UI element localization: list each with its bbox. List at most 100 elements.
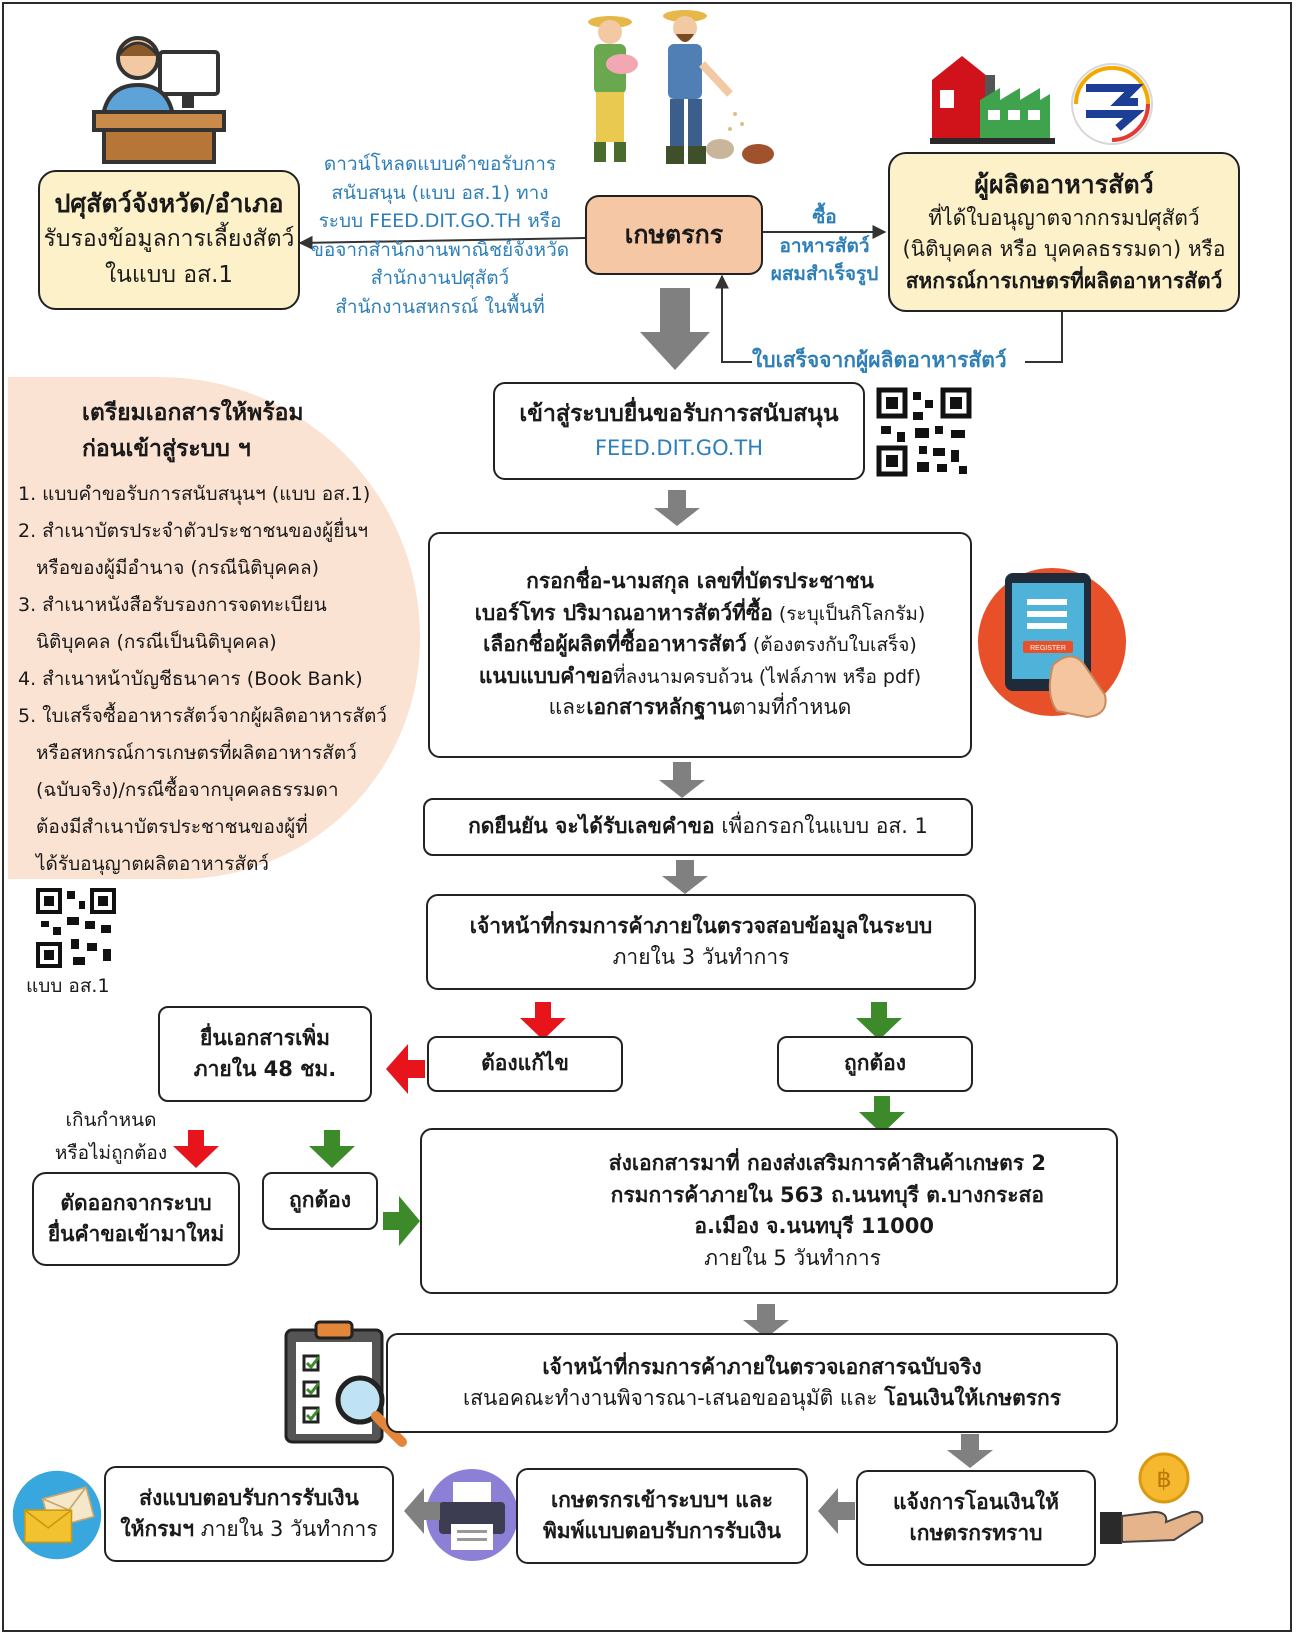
print-line1: เกษตรกรเข้าระบบฯ และ — [551, 1487, 773, 1512]
qr-caption: แบบ อส.1 — [26, 975, 110, 997]
arrow-red-cut — [173, 1130, 219, 1168]
overdue-line1: เกินกำหนด — [65, 1109, 157, 1131]
department-logo — [1071, 63, 1153, 145]
tablet-register-icon: REGISTER — [978, 568, 1126, 719]
download-note: ดาวน์โหลดแบบคำขอรับการ สนับสนุน (แบบ อส.… — [300, 150, 580, 321]
fill-line2-bold: เบอร์โทร ปริมาณอาหารสัตว์ที่ซื้อ — [474, 600, 773, 625]
notify-transfer-box: แจ้งการโอนเงินให้ เกษตรกรทราบ — [856, 1470, 1096, 1566]
arrow-farmer-to-system — [640, 288, 710, 370]
confirm-box: กดยืนยัน จะได้รับเลขคำขอ เพื่อกรอกในแบบ … — [423, 798, 973, 856]
enter-system-box: เข้าสู่ระบบยื่นขอรับการสนับสนุน FEED.DIT… — [493, 382, 865, 480]
checklist-item: 5. ใบเสร็จซื้ออาหารสัตว์จากผู้ผลิตอาหารส… — [18, 705, 387, 728]
arrow-farmer-to-livestock — [298, 235, 586, 250]
checklist-item: 1. แบบคำขอรับการสนับสนุนฯ (แบบ อส.1) — [18, 483, 371, 505]
correct-box: ถูกต้อง — [777, 1036, 973, 1092]
buy-note-line: ผสมสำเร็จรูป — [770, 263, 879, 285]
check-original-box: เจ้าหน้าที่กรมการค้าภายในตรวจเอกสารฉบับจ… — [386, 1333, 1118, 1433]
send-reply-box: ส่งแบบตอบรับการรับเงิน ให้กรมฯ ภายใน 3 ว… — [104, 1466, 394, 1562]
checklist-item: 3. สำเนาหนังสือรับรองการจดทะเบียน — [18, 594, 327, 617]
farmers-icon — [588, 10, 774, 164]
verify-system-box: เจ้าหน้าที่กรมการค้าภายในตรวจสอบข้อมูลใน… — [426, 894, 976, 990]
send-reply-deadline: ภายใน 3 วันทำการ — [194, 1517, 378, 1541]
fill-line5-c: ตามที่กำหนด — [731, 695, 852, 720]
confirm-normal: เพื่อกรอกในแบบ อส. 1 — [714, 814, 928, 839]
fill-line1: กรอกชื่อ-นามสกุล เลขที่บัตรประชาชน — [526, 569, 874, 594]
checklist-item: ต้องมีสำเนาบัตรประชาชนของผู้ที่ — [36, 816, 308, 839]
livestock-office-box: ปศุสัตว์จังหวัด/อำเภอ รับรองข้อมูลการเลี… — [38, 170, 300, 310]
notify-line2: เกษตรกรทราบ — [909, 1521, 1043, 1545]
clipboard-inspect-icon — [284, 1320, 407, 1447]
livestock-office-line1: รับรองข้อมูลการเลี้ยงสัตว์ — [43, 226, 295, 253]
hand-coin-icon: ฿ — [1100, 1452, 1204, 1544]
fix-required-label: ต้องแก้ไข — [481, 1051, 569, 1076]
checklist-item: 4. สำเนาหน้าบัญชีธนาคาร (Book Bank) — [18, 668, 363, 691]
correct-label: ถูกต้อง — [844, 1051, 906, 1076]
checklist-item: หรือสหกรณ์การเกษตรที่ผลิตอาหารสัตว์ — [36, 742, 357, 765]
checklist-items: 1. แบบคำขอรับการสนับสนุนฯ (แบบ อส.1) 2. … — [18, 476, 387, 884]
envelope-send-icon — [12, 1470, 102, 1560]
arrow-left-2 — [404, 1488, 440, 1534]
producer-line2: (นิติบุคคล หรือ บุคคลธรรมดา) หรือ — [902, 237, 1226, 262]
arrow-green-down — [859, 1096, 905, 1134]
livestock-office-title: ปศุสัตว์จังหวัด/อำเภอ — [54, 189, 284, 219]
buy-note: ซื้อ อาหารสัตว์ ผสมสำเร็จรูป — [762, 203, 887, 289]
send-reply-line1: ส่งแบบตอบรับการรับเงิน — [139, 1485, 359, 1510]
fill-line2-note: (ระบุเป็นกิโลกรัม) — [772, 602, 926, 625]
check-original-title: เจ้าหน้าที่กรมการค้าภายในตรวจเอกสารฉบับจ… — [542, 1354, 982, 1379]
arrow-green-correct — [856, 1002, 902, 1040]
checklist-panel — [8, 377, 420, 879]
correct-secondary-label: ถูกต้อง — [289, 1188, 351, 1213]
register-label: REGISTER — [1030, 645, 1066, 652]
system-url-link[interactable]: FEED.DIT.GO.TH — [594, 436, 764, 461]
qr-code-form-icon — [35, 887, 117, 969]
printer-icon — [426, 1469, 518, 1561]
overdue-line2: หรือไม่ถูกต้อง — [54, 1142, 168, 1165]
print-line2: พิมพ์แบบตอบรับการรับเงิน — [542, 1519, 782, 1543]
submit-more-box: ยื่นเอกสารเพิ่ม ภายใน 48 ชม. — [158, 1006, 372, 1102]
arrow-red-fix — [520, 1002, 566, 1040]
arrow-left-1 — [818, 1488, 855, 1534]
officer-icon — [92, 36, 226, 164]
checklist-title-line2: ก่อนเข้าสู่ระบบ ฯ — [82, 435, 251, 462]
correct-secondary-box: ถูกต้อง — [262, 1172, 378, 1230]
fill-line3-note: (ต้องตรงกับใบเสร็จ) — [746, 634, 917, 657]
arrow-down-1 — [654, 490, 700, 526]
download-note-line: สนับสนุน (แบบ อส.1) ทาง — [331, 181, 549, 204]
checklist-title: เตรียมเอกสารให้พร้อม ก่อนเข้าสู่ระบบ ฯ — [82, 396, 304, 467]
checklist-title-line1: เตรียมเอกสารให้พร้อม — [82, 400, 304, 426]
download-note-line: สำนักงานปศุสัตว์ — [370, 267, 510, 289]
download-note-line: ระบบ FEED.DIT.GO.TH หรือ — [318, 210, 562, 232]
feed-producer-box: ผู้ผลิตอาหารสัตว์ ที่ได้ใบอนุญาตจากกรมปศ… — [888, 152, 1240, 312]
fill-line5-a: และ — [548, 695, 587, 720]
enter-system-title: เข้าสู่ระบบยื่นขอรับการสนับสนุน — [519, 401, 839, 428]
download-note-line: ขอจากสำนักงานพาณิชย์จังหวัด — [310, 238, 570, 261]
livestock-office-line2: ในแบบ อส.1 — [104, 262, 234, 289]
checklist-item: (ฉบับจริง)/กรณีซื้อจากบุคคลธรรมดา — [36, 779, 339, 802]
send-reply-bold: ให้กรมฯ — [120, 1517, 195, 1541]
arrow-down-4 — [743, 1304, 789, 1338]
fill-line4-note: ที่ลงนามครบถ้วน (ไฟล์ภาพ หรือ pdf) — [613, 665, 922, 688]
send-docs-line2: กรมการค้าภายใน 563 ถ.นนทบุรี ต.บางกระสอ — [610, 1182, 1044, 1207]
cut-line1: ตัดออกจากระบบ — [60, 1190, 212, 1215]
fill-line3-bold: เลือกชื่อผู้ผลิตที่ซื้ออาหารสัตว์ — [483, 632, 747, 657]
producer-line1: ที่ได้ใบอนุญาตจากกรมปศุสัตว์ — [928, 205, 1200, 230]
buy-note-line: อาหารสัตว์ — [779, 234, 870, 257]
submit-more-line2: ภายใน 48 ชม. — [193, 1057, 337, 1081]
download-note-line: สำนักงานสหกรณ์ ในพื้นที่ — [335, 295, 545, 318]
fill-form-box: กรอกชื่อ-นามสกุล เลขที่บัตรประชาชน เบอร์… — [428, 532, 972, 758]
verify-deadline: ภายใน 3 วันทำการ — [612, 945, 790, 969]
notify-line1: แจ้งการโอนเงินให้ — [892, 1489, 1059, 1514]
check-original-note: เสนอคณะทำงานพิจารณา-เสนอขออนุมัติ และ — [462, 1386, 885, 1410]
send-documents-box: ส่งเอกสารมาที่ กองส่งเสริมการค้าสินค้าเก… — [420, 1128, 1118, 1294]
buy-note-line: ซื้อ — [812, 206, 837, 228]
submit-more-line1: ยื่นเอกสารเพิ่ม — [200, 1025, 330, 1050]
arrow-green-right — [383, 1196, 420, 1246]
arrow-red-left — [386, 1044, 425, 1094]
arrow-down-3 — [662, 860, 708, 894]
confirm-bold: กดยืนยัน จะได้รับเลขคำขอ — [468, 814, 715, 839]
send-docs-line4: ภายใน 5 วันทำการ — [704, 1245, 881, 1270]
send-docs-line3: อ.เมือง จ.นนทบุรี 11000 — [694, 1214, 934, 1238]
cut-from-system-box: ตัดออกจากระบบ ยื่นคำขอเข้ามาใหม่ — [32, 1172, 240, 1266]
print-receipt-box: เกษตรกรเข้าระบบฯ และ พิมพ์แบบตอบรับการรั… — [516, 1468, 808, 1564]
